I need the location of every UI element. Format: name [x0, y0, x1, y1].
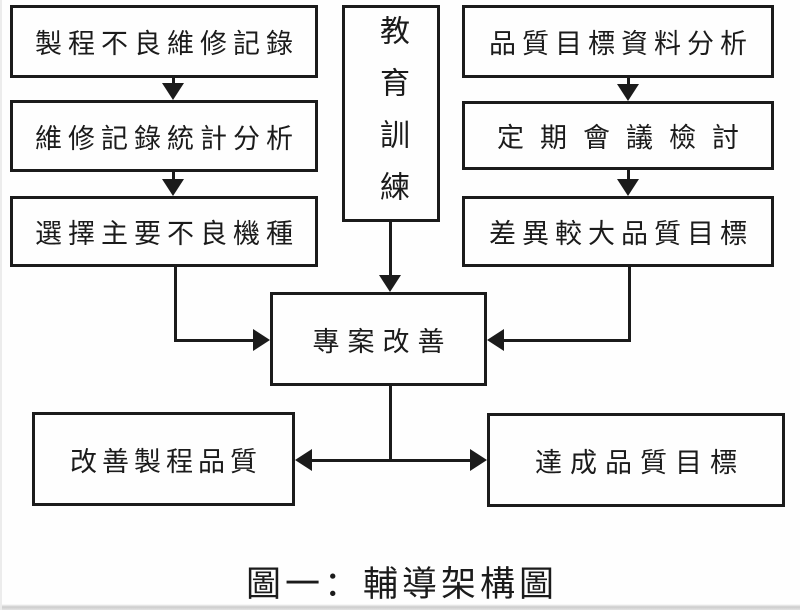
node-large-gap-quality-targets: 差異較大品質目標 — [462, 196, 774, 267]
node-education-training: 教育訓練 — [342, 5, 440, 223]
node-label: 專案改善 — [312, 326, 453, 358]
node-project-improvement: 專案改善 — [270, 292, 487, 386]
arrowhead-left-icon — [487, 329, 504, 351]
connector-l3-center-vertical — [174, 266, 177, 342]
node-label: 差異較大品質目標 — [489, 219, 753, 250]
node-label: 教育訓練 — [374, 14, 409, 223]
node-label: 改善製程品質 — [70, 446, 262, 478]
connector-l1-l2 — [172, 77, 175, 86]
arrowhead-right-icon — [253, 329, 270, 351]
arrowhead-down-icon — [162, 179, 184, 196]
connector-r3-center-vertical — [628, 266, 631, 342]
node-label: 製程不良維修記錄 — [35, 29, 299, 60]
arrowhead-right-icon — [470, 449, 487, 471]
figure-caption: 圖一：輔導架構圖 — [245, 565, 558, 605]
node-label: 定期會議檢討 — [497, 123, 755, 154]
node-label: 維修記錄統計分析 — [35, 123, 299, 155]
arrowhead-left-icon — [295, 449, 312, 471]
node-label: 選擇主要不良機種 — [35, 219, 299, 250]
connector-r3-center-horizontal — [503, 339, 631, 342]
connector-l3-center-horizontal — [174, 339, 255, 342]
connector-center-split-horizontal — [311, 459, 471, 462]
node-periodic-meeting-review: 定期會議檢討 — [462, 101, 774, 170]
arrowhead-down-icon — [617, 84, 639, 101]
node-process-defect-repair-record: 製程不良維修記錄 — [10, 5, 318, 78]
node-quality-target-data-analysis: 品質目標資料分析 — [462, 5, 774, 78]
connector-r2-r3 — [627, 169, 630, 181]
arrowhead-down-icon — [162, 83, 184, 100]
connector-r1-r2 — [627, 77, 630, 86]
connector-l2-l3 — [172, 171, 175, 181]
node-label: 達成品質目標 — [535, 447, 745, 479]
arrowhead-down-icon — [617, 179, 639, 196]
node-select-major-defect-models: 選擇主要不良機種 — [10, 196, 318, 267]
connector-training-center — [389, 221, 392, 277]
node-improve-process-quality: 改善製程品質 — [32, 412, 295, 506]
node-repair-record-statistics-analysis: 維修記錄統計分析 — [10, 100, 318, 172]
node-achieve-quality-targets: 達成品質目標 — [487, 413, 785, 507]
connector-center-split-vertical — [389, 385, 392, 461]
node-label: 品質目標資料分析 — [489, 29, 753, 60]
bottom-edge-strip — [2, 604, 800, 610]
arrowhead-down-icon — [379, 275, 401, 292]
